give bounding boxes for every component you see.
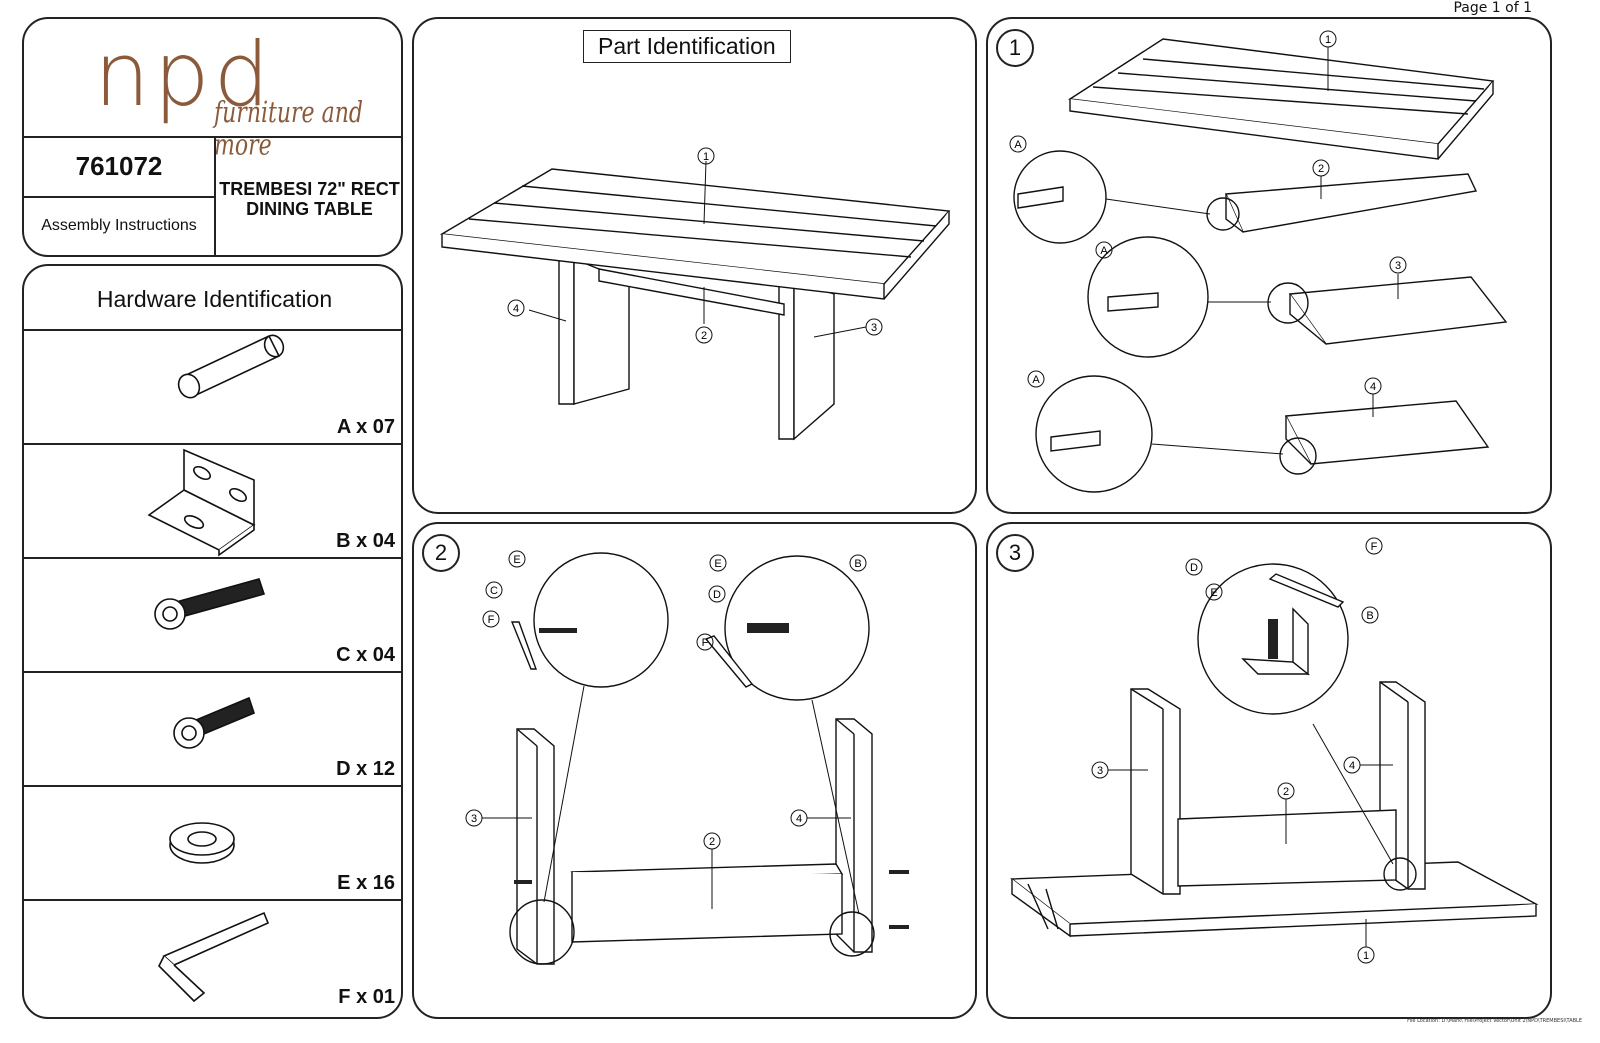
hardware-label-c: C x 04 xyxy=(336,644,395,666)
step3-callout-1: 1 xyxy=(1363,950,1369,962)
hardware-item-c: C x 04 xyxy=(24,557,401,671)
hardware-item-b: B x 04 xyxy=(24,443,401,557)
hardware-label-b: B x 04 xyxy=(336,530,395,552)
step2-callout-3: 3 xyxy=(471,813,477,825)
allen-key-icon xyxy=(158,911,270,1003)
divider xyxy=(24,196,214,198)
file-location: File Location: D:\Mark\ File\Project Vec… xyxy=(1407,1018,1582,1024)
step-number-3: 3 xyxy=(996,534,1034,572)
short-bolt-icon xyxy=(173,696,255,749)
product-name: TREMBESI 72" RECT DINING TABLE xyxy=(216,179,401,219)
step1-callout-a2: A xyxy=(1100,245,1108,257)
step-1-drawing: 1 2 3 4 A A A xyxy=(1009,30,1508,493)
title-block: npd furniture and more 761072 Assembly I… xyxy=(22,17,403,257)
step2-callout-f1: F xyxy=(488,614,495,626)
callout-1: 1 xyxy=(703,151,709,163)
step2-callout-d: D xyxy=(713,589,721,601)
step1-callout-3: 3 xyxy=(1395,260,1401,272)
product-name-line1: TREMBESI 72" RECT xyxy=(219,179,400,199)
l-bracket-icon xyxy=(147,448,256,557)
hardware-item-e: E x 16 xyxy=(24,785,401,899)
product-name-line2: DINING TABLE xyxy=(246,199,373,219)
page-number: Page 1 of 1 xyxy=(1453,0,1532,16)
step2-callout-c: C xyxy=(490,585,498,597)
hardware-label-e: E x 16 xyxy=(337,872,395,894)
step-1-panel: 1 xyxy=(986,17,1552,514)
hardware-item-f: F x 01 xyxy=(24,899,401,1013)
callout-2: 2 xyxy=(701,330,707,342)
hardware-identification-panel: Hardware Identification A x 07 B x 04 xyxy=(22,264,403,1019)
model-number: 761072 xyxy=(75,151,163,181)
callout-3: 3 xyxy=(871,322,877,334)
step-3-drawing: 1 2 3 4 B D E F xyxy=(1010,537,1539,964)
hardware-item-d: D x 12 xyxy=(24,671,401,785)
hardware-label-f: F x 01 xyxy=(338,986,395,1008)
callout-4: 4 xyxy=(513,303,519,315)
step3-callout-3: 3 xyxy=(1097,765,1103,777)
step2-callout-2: 2 xyxy=(709,836,715,848)
step-number-1: 1 xyxy=(996,29,1034,67)
step-2-panel: 2 xyxy=(412,522,977,1019)
hardware-item-a: A x 07 xyxy=(24,329,401,443)
step2-callout-f2: F xyxy=(702,637,709,649)
step2-callout-e2: E xyxy=(714,558,721,570)
part-identification-title: Part Identification xyxy=(583,30,791,63)
step3-callout-b: B xyxy=(1366,610,1373,622)
hardware-label-a: A x 07 xyxy=(336,416,395,438)
step1-callout-a3: A xyxy=(1032,374,1040,386)
divider xyxy=(24,136,401,138)
part-identification-panel: Part Identification 1 xyxy=(412,17,977,514)
hardware-title: Hardware Identification xyxy=(96,286,333,312)
dowel-icon xyxy=(177,334,285,399)
step3-callout-d: D xyxy=(1190,562,1198,574)
step-3-panel: 3 xyxy=(986,522,1552,1019)
step-2-drawing: 2 3 4 B C D E E F F xyxy=(465,550,909,965)
step1-callout-a1: A xyxy=(1014,139,1022,151)
brand-tagline: furniture and more xyxy=(214,97,363,163)
table-assembled-drawing: 1 2 3 4 xyxy=(439,147,951,441)
step2-callout-4: 4 xyxy=(796,813,802,825)
document-type: Assembly Instructions xyxy=(41,217,197,234)
step3-callout-2: 2 xyxy=(1283,786,1289,798)
divider xyxy=(214,136,216,255)
step3-callout-e: E xyxy=(1210,587,1217,599)
step-number-2: 2 xyxy=(422,534,460,572)
long-bolt-icon xyxy=(154,578,266,630)
step3-callout-f: F xyxy=(1371,541,1378,553)
step2-callout-e1: E xyxy=(513,554,520,566)
step3-callout-4: 4 xyxy=(1349,760,1355,772)
step1-callout-1: 1 xyxy=(1325,34,1331,46)
step1-callout-4: 4 xyxy=(1370,381,1376,393)
hardware-label-d: D x 12 xyxy=(336,758,395,780)
brand-logo: npd xyxy=(94,23,274,126)
washer-icon xyxy=(169,822,235,864)
step1-callout-2: 2 xyxy=(1318,163,1324,175)
step2-callout-b: B xyxy=(854,558,861,570)
